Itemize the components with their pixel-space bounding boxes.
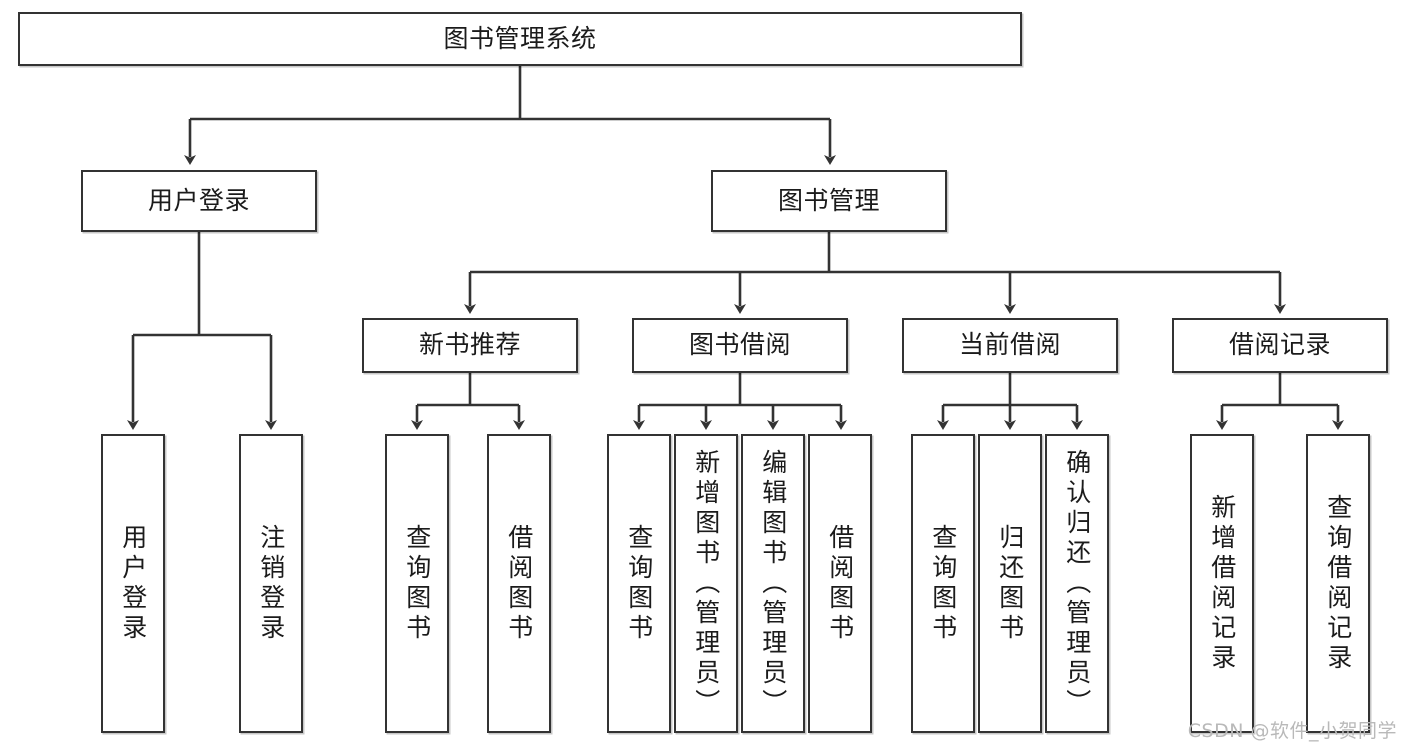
node-leaf-add-record[interactable]: 新增借阅记录	[1190, 434, 1254, 733]
node-new-book-rec[interactable]: 新书推荐	[362, 318, 578, 373]
node-leaf-user-logout[interactable]: 注销登录	[239, 434, 303, 733]
node-current-borrow-label: 当前借阅	[958, 330, 1061, 360]
node-leaf-add-book[interactable]: 新增图书（管理员）	[674, 434, 738, 733]
node-leaf-borrow-book-1-label: 借阅图书	[504, 523, 534, 644]
node-borrow-record-label: 借阅记录	[1228, 330, 1331, 360]
node-leaf-confirm-return-label: 确认归还（管理员）	[1062, 448, 1092, 719]
node-user-login-label: 用户登录	[147, 185, 250, 215]
node-user-login[interactable]: 用户登录	[81, 170, 317, 232]
node-leaf-add-record-label: 新增借阅记录	[1207, 493, 1237, 674]
node-leaf-query-book-2[interactable]: 查询图书	[607, 434, 671, 733]
watermark: CSDN @软件_小贺同学	[1187, 720, 1397, 742]
node-leaf-user-logout-label: 注销登录	[256, 523, 286, 644]
node-leaf-borrow-book-2-label: 借阅图书	[825, 523, 855, 644]
node-leaf-edit-book-label: 编辑图书（管理员）	[758, 448, 788, 719]
node-book-manage-label: 图书管理	[777, 185, 880, 215]
node-root[interactable]: 图书管理系统	[18, 12, 1022, 66]
node-new-book-rec-label: 新书推荐	[418, 330, 521, 360]
node-leaf-borrow-book-2[interactable]: 借阅图书	[808, 434, 872, 733]
node-current-borrow[interactable]: 当前借阅	[902, 318, 1118, 373]
node-leaf-return-book[interactable]: 归还图书	[978, 434, 1042, 733]
node-leaf-query-book-3-label: 查询图书	[928, 523, 958, 644]
node-leaf-add-book-label: 新增图书（管理员）	[691, 448, 721, 719]
node-leaf-query-record-label: 查询借阅记录	[1323, 493, 1353, 674]
node-leaf-borrow-book-1[interactable]: 借阅图书	[487, 434, 551, 733]
node-book-manage[interactable]: 图书管理	[711, 170, 947, 232]
node-book-borrow-label: 图书借阅	[688, 330, 791, 360]
node-leaf-query-book-1[interactable]: 查询图书	[385, 434, 449, 733]
node-root-label: 图书管理系统	[443, 23, 597, 53]
node-leaf-query-book-2-label: 查询图书	[624, 523, 654, 644]
node-leaf-return-book-label: 归还图书	[995, 523, 1025, 644]
node-book-borrow[interactable]: 图书借阅	[632, 318, 848, 373]
node-leaf-query-book-3[interactable]: 查询图书	[911, 434, 975, 733]
node-leaf-query-record[interactable]: 查询借阅记录	[1306, 434, 1370, 733]
node-borrow-record[interactable]: 借阅记录	[1172, 318, 1388, 373]
node-leaf-query-book-1-label: 查询图书	[402, 523, 432, 644]
node-leaf-user-login-label: 用户登录	[118, 523, 148, 644]
node-leaf-edit-book[interactable]: 编辑图书（管理员）	[741, 434, 805, 733]
node-leaf-confirm-return[interactable]: 确认归还（管理员）	[1045, 434, 1109, 733]
node-leaf-user-login[interactable]: 用户登录	[101, 434, 165, 733]
